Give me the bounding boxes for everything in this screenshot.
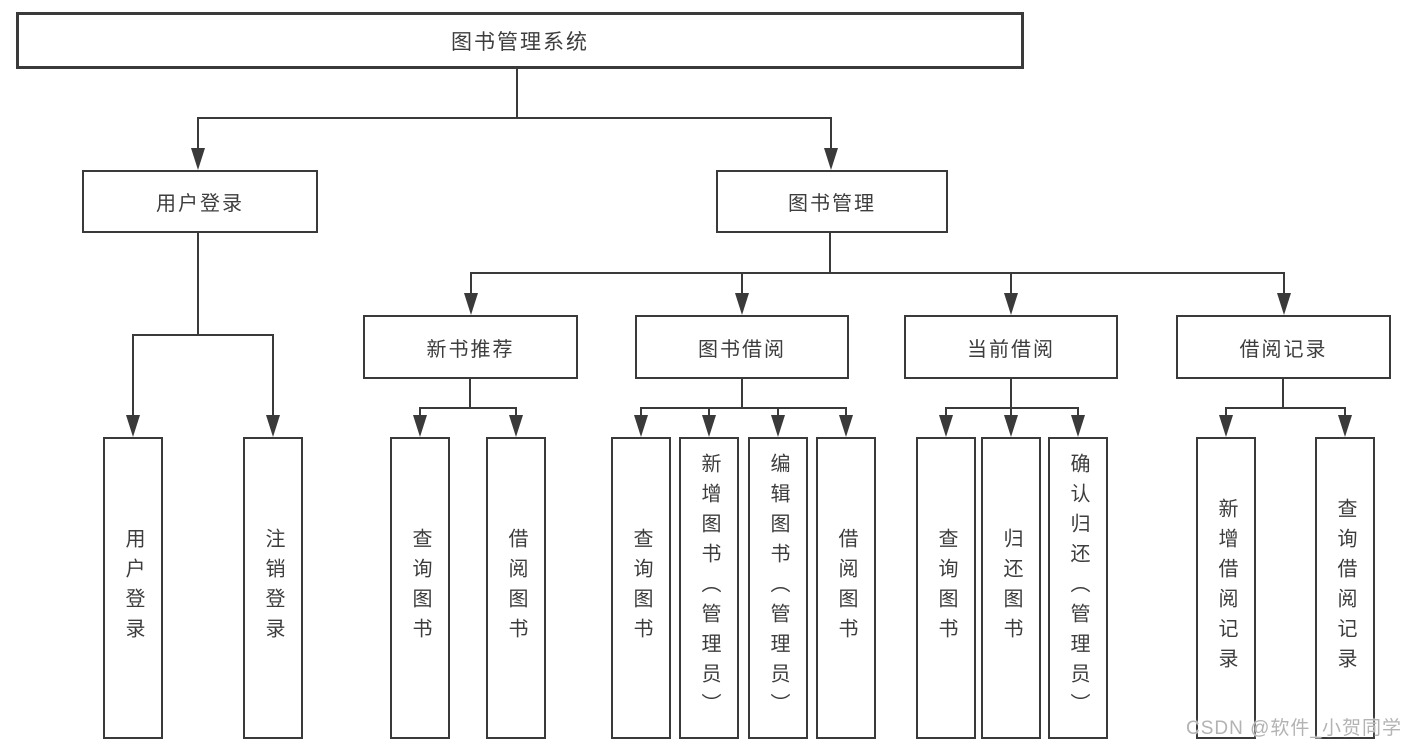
arrowhead-icon — [1219, 415, 1233, 437]
node-label: 用户登录 — [156, 193, 244, 215]
connector-line — [470, 272, 1285, 274]
node-cb-confirm-return-admin: 确认归还（管理员） — [1048, 437, 1108, 739]
node-label: 新增借阅记录 — [1215, 498, 1237, 678]
node-borrowing-records: 借阅记录 — [1176, 315, 1391, 379]
node-label: 新增图书（管理员） — [698, 453, 720, 723]
node-label: 用户登录 — [122, 528, 144, 648]
node-cb-return-book: 归还图书 — [981, 437, 1041, 739]
connector-line — [708, 407, 710, 419]
node-book-management: 图书管理 — [716, 170, 948, 233]
connector-line — [741, 272, 743, 297]
connector-line — [1010, 379, 1012, 408]
arrowhead-icon — [126, 415, 140, 437]
node-label: 查询图书 — [935, 528, 957, 648]
node-label: 借阅图书 — [505, 528, 527, 648]
connector-line — [777, 407, 779, 419]
node-bb-edit-book-admin: 编辑图书（管理员） — [748, 437, 808, 739]
connector-line — [741, 379, 743, 408]
csdn-watermark: CSDN @软件_小贺同学 — [1186, 718, 1402, 739]
arrowhead-icon — [1277, 293, 1291, 315]
connector-line — [1225, 407, 1346, 409]
arrowhead-icon — [1004, 415, 1018, 437]
arrowhead-icon — [191, 148, 205, 170]
node-label: 归还图书 — [1000, 528, 1022, 648]
connector-line — [132, 334, 134, 419]
connector-line — [469, 379, 471, 408]
connector-line — [845, 407, 847, 419]
arrowhead-icon — [634, 415, 648, 437]
connector-line — [1077, 407, 1079, 419]
node-label: 编辑图书（管理员） — [767, 453, 789, 723]
node-bb-add-book-admin: 新增图书（管理员） — [679, 437, 739, 739]
connector-line — [197, 117, 832, 119]
connector-line — [829, 233, 831, 273]
node-nb-borrow-books: 借阅图书 — [486, 437, 546, 739]
node-label: 新书推荐 — [426, 338, 515, 361]
node-label: 借阅记录 — [1239, 338, 1328, 361]
connector-line — [272, 334, 274, 419]
node-label: 查询借阅记录 — [1334, 498, 1356, 678]
node-label: 当前借阅 — [967, 338, 1055, 361]
connector-line — [640, 407, 642, 419]
arrowhead-icon — [509, 415, 523, 437]
node-label: 图书管理系统 — [451, 30, 589, 54]
node-label: 图书管理 — [788, 193, 876, 215]
arrowhead-icon — [1004, 293, 1018, 315]
connector-line — [515, 407, 517, 419]
connector-line — [1282, 379, 1284, 408]
node-cb-query-books: 查询图书 — [916, 437, 976, 739]
arrowhead-icon — [1071, 415, 1085, 437]
connector-line — [1225, 407, 1227, 419]
connector-line — [640, 407, 847, 409]
connector-line — [945, 407, 1079, 409]
node-label: 查询图书 — [409, 528, 431, 648]
arrowhead-icon — [1338, 415, 1352, 437]
node-br-add-borrow-record: 新增借阅记录 — [1196, 437, 1256, 739]
node-label: 图书借阅 — [698, 338, 786, 361]
arrowhead-icon — [839, 415, 853, 437]
node-user-login-leaf: 用户登录 — [103, 437, 163, 739]
node-new-book-recommendation: 新书推荐 — [363, 315, 578, 379]
connector-line — [419, 407, 421, 419]
node-logout: 注销登录 — [243, 437, 303, 739]
connector-line — [197, 233, 199, 335]
connector-line — [516, 69, 518, 118]
connector-line — [945, 407, 947, 419]
arrowhead-icon — [266, 415, 280, 437]
node-label: 注销登录 — [262, 528, 284, 648]
arrowhead-icon — [464, 293, 478, 315]
connector-line — [197, 117, 199, 153]
node-current-borrowing: 当前借阅 — [904, 315, 1118, 379]
arrowhead-icon — [771, 415, 785, 437]
arrowhead-icon — [939, 415, 953, 437]
connector-line — [132, 334, 274, 336]
node-bb-borrow-books: 借阅图书 — [816, 437, 876, 739]
node-bb-query-books: 查询图书 — [611, 437, 671, 739]
arrowhead-icon — [413, 415, 427, 437]
arrowhead-icon — [702, 415, 716, 437]
arrowhead-icon — [824, 148, 838, 170]
node-br-query-borrow-record: 查询借阅记录 — [1315, 437, 1375, 739]
connector-line — [1283, 272, 1285, 297]
node-label: 借阅图书 — [835, 528, 857, 648]
connector-line — [1010, 272, 1012, 297]
node-label: 确认归还（管理员） — [1067, 453, 1089, 723]
connector-line — [419, 407, 517, 409]
node-library-management-system: 图书管理系统 — [16, 12, 1024, 69]
node-label: 查询图书 — [630, 528, 652, 648]
connector-line — [1010, 407, 1012, 419]
connector-line — [470, 272, 472, 297]
connector-line — [830, 117, 832, 153]
arrowhead-icon — [735, 293, 749, 315]
node-user-login: 用户登录 — [82, 170, 318, 233]
node-nb-query-books: 查询图书 — [390, 437, 450, 739]
node-book-borrowing: 图书借阅 — [635, 315, 849, 379]
connector-line — [1344, 407, 1346, 419]
